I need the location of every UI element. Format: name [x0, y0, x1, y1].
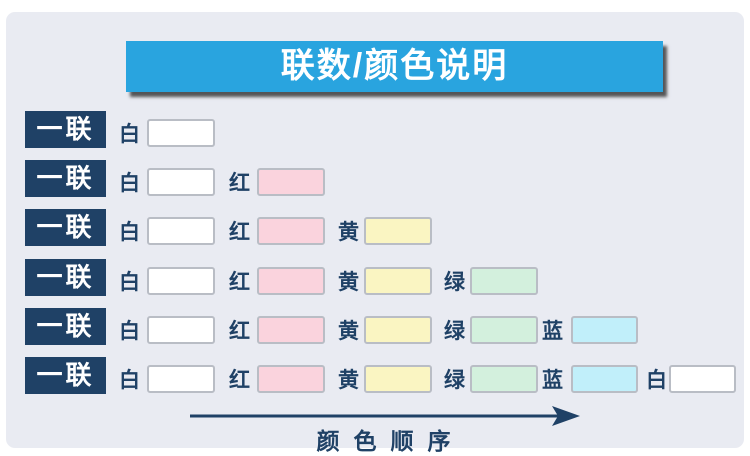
- color-name: 白: [119, 123, 140, 146]
- color-swatch: [257, 267, 325, 295]
- color-name: 白: [119, 320, 140, 343]
- color-order-arrow: [186, 404, 586, 428]
- legend-title-banner: 联数/颜色说明: [126, 41, 663, 92]
- copies-row-2: 一联 白 红: [6, 160, 750, 197]
- copies-row-6: 一联 白 红 黄 绿 蓝 白: [6, 357, 750, 394]
- copies-count-badge: 一联: [25, 160, 106, 197]
- color-name: 白: [119, 221, 140, 244]
- copies-row-5: 一联 白 红 黄 绿 蓝: [6, 308, 750, 345]
- color-swatch: [364, 316, 432, 344]
- color-name: 红: [229, 221, 250, 244]
- copies-row-4: 一联 白 红 黄 绿: [6, 259, 750, 296]
- color-order-label: 颜色顺序: [316, 428, 465, 454]
- color-swatch: [147, 365, 215, 393]
- copies-count-badge: 一联: [25, 209, 106, 246]
- color-name: 绿: [444, 271, 465, 294]
- color-name: 黄: [338, 221, 359, 244]
- color-name: 红: [229, 271, 250, 294]
- color-swatch: [364, 267, 432, 295]
- color-swatch: [364, 365, 432, 393]
- copies-row-3: 一联 白 红 黄: [6, 209, 750, 246]
- color-swatch: [147, 316, 215, 344]
- color-name: 绿: [444, 369, 465, 392]
- color-swatch: [257, 316, 325, 344]
- page-title: 联数/颜色说明: [280, 47, 509, 85]
- legend-panel: 联数/颜色说明 一联 白 一联 白 红 一联 白 红 黄 一联 白 红 黄 绿 …: [6, 12, 744, 454]
- color-swatch: [364, 217, 432, 245]
- copies-row-1: 一联 白: [6, 111, 750, 148]
- color-swatch: [669, 365, 736, 393]
- color-name: 白: [646, 369, 667, 392]
- color-swatch: [147, 217, 215, 245]
- copies-count-badge: 一联: [25, 259, 106, 296]
- color-name: 蓝: [542, 320, 563, 343]
- color-swatch: [571, 316, 638, 344]
- color-swatch: [257, 365, 325, 393]
- color-name: 白: [119, 172, 140, 195]
- color-swatch: [147, 119, 215, 147]
- copies-count-badge: 一联: [25, 357, 106, 394]
- copies-count-badge: 一联: [25, 111, 106, 148]
- color-name: 红: [229, 369, 250, 392]
- color-name: 黄: [338, 369, 359, 392]
- color-swatch: [571, 365, 638, 393]
- color-name: 蓝: [542, 369, 563, 392]
- color-swatch: [470, 365, 538, 393]
- color-swatch: [257, 217, 325, 245]
- color-name: 绿: [444, 320, 465, 343]
- color-swatch: [470, 316, 538, 344]
- color-swatch: [147, 267, 215, 295]
- color-swatch: [470, 267, 538, 295]
- color-name: 红: [229, 320, 250, 343]
- color-name: 白: [119, 271, 140, 294]
- color-name: 黄: [338, 320, 359, 343]
- copies-count-badge: 一联: [25, 308, 106, 345]
- color-swatch: [257, 168, 325, 196]
- color-name: 黄: [338, 271, 359, 294]
- color-name: 红: [229, 172, 250, 195]
- color-name: 白: [119, 369, 140, 392]
- color-swatch: [147, 168, 215, 196]
